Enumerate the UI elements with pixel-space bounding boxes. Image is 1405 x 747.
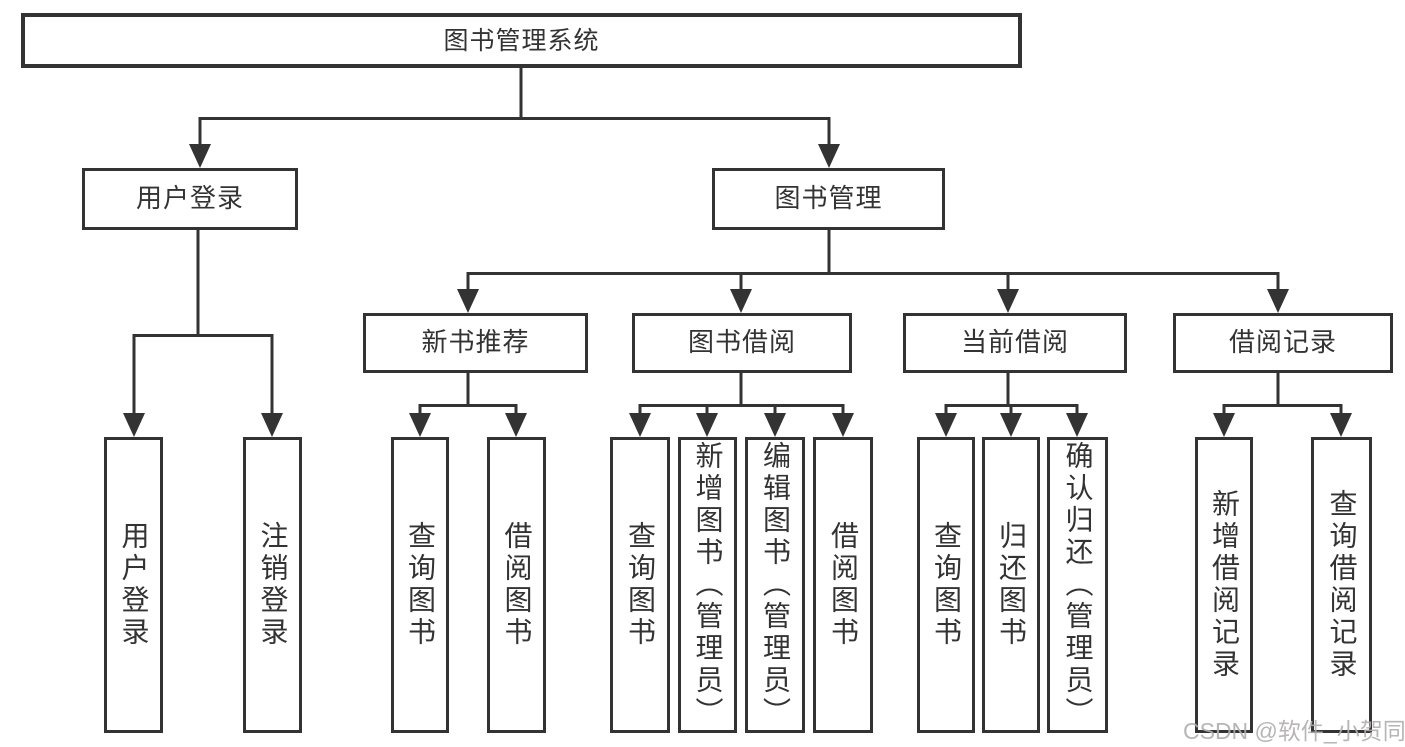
leaf-recommend-borrow-books: 借阅图书 — [487, 437, 546, 733]
node-label: 查询图书 — [405, 521, 436, 649]
node-label: 借阅图书 — [828, 521, 859, 649]
node-label: 编辑图书（管理员） — [760, 441, 791, 729]
node-label: 当前借阅 — [960, 327, 1069, 358]
leaf-records-add-record: 新增借阅记录 — [1195, 437, 1253, 733]
leaf-current-query-books: 查询图书 — [917, 437, 975, 733]
leaf-user-login: 用户登录 — [104, 437, 163, 733]
node-label: 查询图书 — [931, 521, 962, 649]
leaf-borrowing-edit-books-admin: 编辑图书（管理员） — [745, 437, 805, 733]
node-label: 借阅图书 — [501, 521, 533, 649]
node-label: 新增图书（管理员） — [692, 441, 724, 729]
node-current-borrowing: 当前借阅 — [903, 313, 1127, 373]
leaf-borrowing-query-books: 查询图书 — [610, 437, 670, 733]
node-label: 借阅记录 — [1228, 327, 1337, 358]
node-label: 归还图书 — [996, 521, 1027, 649]
node-label: 用户登录 — [118, 521, 150, 649]
leaf-current-return-books: 归还图书 — [982, 437, 1040, 733]
node-label: 确认归还（管理员） — [1062, 441, 1094, 729]
leaf-borrowing-borrow-books: 借阅图书 — [813, 437, 873, 733]
node-new-book-recommend: 新书推荐 — [363, 313, 588, 373]
node-label: 图书管理 — [774, 183, 883, 214]
node-label: 注销登录 — [257, 521, 289, 649]
leaf-records-query-record: 查询借阅记录 — [1311, 437, 1372, 733]
leaf-logout: 注销登录 — [243, 437, 302, 733]
node-book-borrowing: 图书借阅 — [632, 313, 852, 373]
node-label: 查询借阅记录 — [1326, 489, 1358, 681]
csdn-watermark: CSDN @软件_小贺同学 — [1183, 718, 1405, 744]
node-library-management-system: 图书管理系统 — [21, 13, 1022, 68]
node-label: 新增借阅记录 — [1209, 489, 1240, 681]
node-label: 图书管理系统 — [443, 26, 600, 55]
node-label: 查询图书 — [625, 521, 656, 649]
leaf-recommend-query-books: 查询图书 — [391, 437, 449, 733]
node-label: 用户登录 — [135, 183, 244, 214]
leaf-borrowing-add-books-admin: 新增图书（管理员） — [678, 437, 737, 733]
node-book-management: 图书管理 — [712, 168, 945, 230]
leaf-current-confirm-return-admin: 确认归还（管理员） — [1047, 437, 1108, 733]
node-label: 新书推荐 — [421, 327, 530, 358]
node-borrowing-records: 借阅记录 — [1173, 313, 1393, 373]
node-label: 图书借阅 — [687, 327, 796, 358]
node-user-login: 用户登录 — [82, 168, 298, 230]
